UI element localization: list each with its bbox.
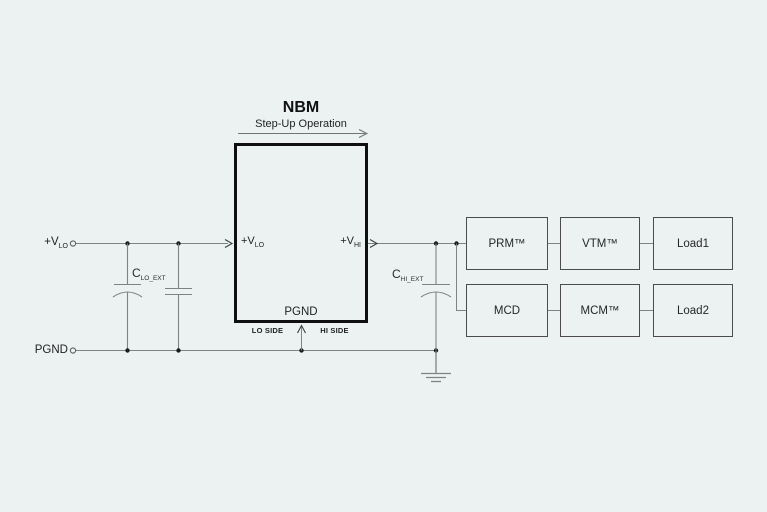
block-vtm-label: VTM™ (582, 237, 618, 250)
block-connector-wires (548, 243, 653, 311)
c-hi-ext-sub: HI_EXT (400, 275, 424, 283)
block-load1: Load1 (653, 217, 733, 270)
nbm-pin-pgnd: PGND (284, 305, 318, 318)
vlo-input-wire (69, 239, 234, 248)
nbm-title: NBM (282, 99, 320, 116)
block-mcd-label: MCD (493, 304, 521, 317)
vlo-terminal-circle (69, 240, 77, 247)
pgnd-arrowhead-icon (297, 324, 306, 334)
c-lo-ext-sub: LO_EXT (140, 274, 166, 282)
capacitor-lo-ext-polarized-icon (112, 243, 143, 350)
block-load2-label: Load2 (677, 304, 709, 317)
block-prm: PRM™ (466, 217, 548, 270)
block-prm-label: PRM™ (488, 237, 526, 250)
vlo-terminal-sub: LO (58, 242, 68, 250)
block-load2: Load2 (653, 284, 733, 337)
vhi-arrowhead-icon (369, 239, 379, 248)
vhi-output-wire (368, 239, 466, 248)
nbm-block: +VLO +VHI PGND (234, 143, 368, 323)
pin-vhi-main: +V (340, 235, 354, 247)
pin-vlo-main: +V (241, 235, 255, 247)
vlo-terminal-main: +V (44, 236, 59, 248)
pgnd-terminal-label: PGND (34, 344, 68, 356)
pin-vlo-sub: LO (254, 241, 265, 249)
vlo-arrowhead-icon (224, 239, 234, 248)
junction-dot (125, 348, 130, 353)
block-load1-label: Load1 (677, 237, 709, 250)
block-mcd: MCD (466, 284, 548, 337)
pin-vhi-sub: HI (354, 241, 361, 249)
pgnd-rail (69, 347, 439, 354)
block-mcm-label: MCM™ (580, 304, 620, 317)
capacitor-lo-ext-ceramic-icon (165, 243, 192, 350)
block-mcm: MCM™ (560, 284, 640, 337)
lo-side-label: LO SIDE (251, 326, 284, 335)
mcd-branch-wire (456, 243, 466, 311)
c-hi-ext-label: CHI_EXT (392, 267, 424, 283)
step-up-arrow-icon (238, 129, 369, 138)
c-lo-ext-label: CLO_EXT (132, 266, 166, 282)
nbm-pgnd-wire (297, 324, 306, 351)
hi-side-label: HI SIDE (320, 326, 349, 335)
nbm-pin-vlo: +VLO (241, 235, 265, 249)
nbm-subtitle: Step-Up Operation (255, 118, 347, 130)
vlo-terminal-label: +VLO (28, 236, 68, 250)
pgnd-terminal-circle (69, 347, 77, 354)
c-hi-ext-main: C (392, 267, 401, 281)
block-vtm: VTM™ (560, 217, 640, 270)
nbm-pin-vhi: +VHI (340, 235, 361, 249)
ground-icon (421, 350, 451, 383)
c-lo-ext-main: C (132, 266, 141, 280)
capacitor-hi-ext-polarized-icon (420, 243, 452, 350)
junction-dot (176, 348, 181, 353)
